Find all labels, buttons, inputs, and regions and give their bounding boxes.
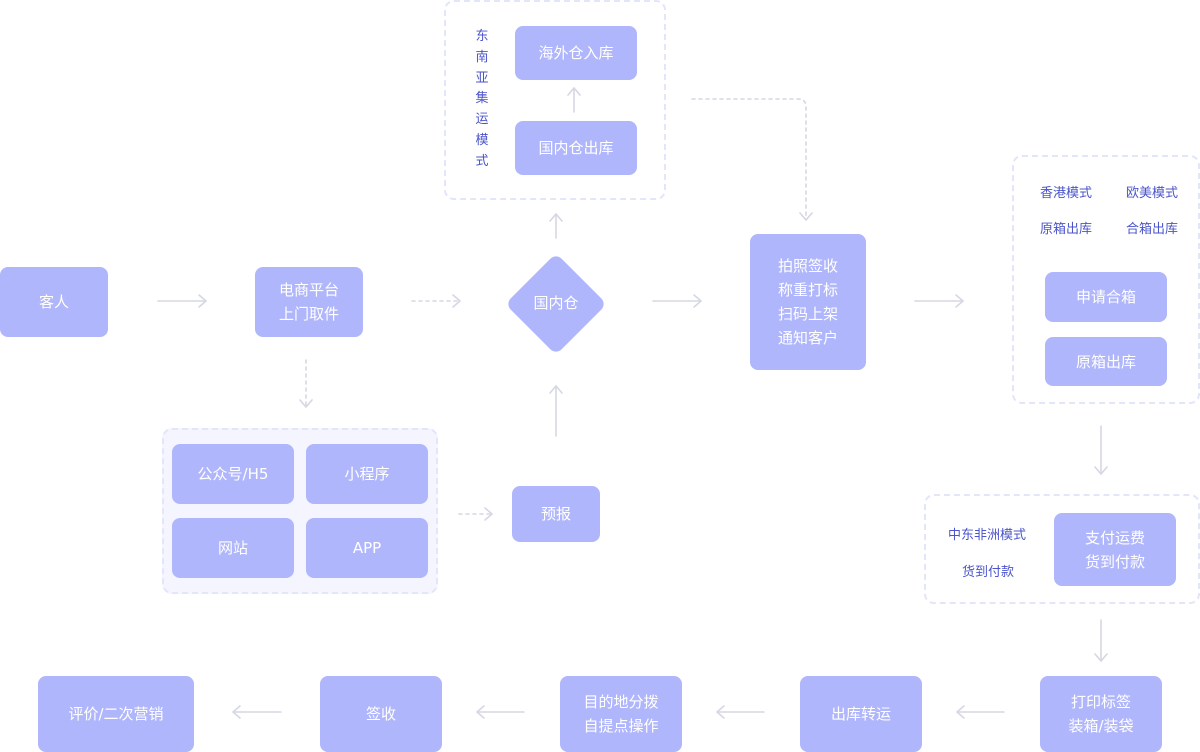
node-domestic-outbound-label: 国内仓出库 xyxy=(538,139,614,157)
sea-mode-group xyxy=(444,0,666,200)
node-customer[interactable]: 客人 xyxy=(0,267,108,337)
node-review-marketing-label: 评价/二次营销 xyxy=(68,705,164,723)
node-original-box-out[interactable]: 原箱出库 xyxy=(1045,337,1167,386)
node-wechat-h5-label: 公众号/H5 xyxy=(197,465,269,483)
node-app[interactable]: APP xyxy=(306,518,428,578)
node-forecast[interactable]: 预报 xyxy=(512,486,600,542)
node-mini-program[interactable]: 小程序 xyxy=(306,444,428,504)
arrow-customer-to-ecommerce xyxy=(157,294,207,308)
node-processing[interactable]: 拍照签收 称重打标 扫码上架 通知客户 xyxy=(750,234,866,370)
arrow-ecommerce-to-channels xyxy=(299,359,313,408)
node-domestic-warehouse-label: 国内仓 xyxy=(533,294,579,312)
cod-label: 货到付款 xyxy=(962,565,1015,580)
arrow-outbound-to-sorting xyxy=(716,705,765,719)
arrow-warehouse-to-processing xyxy=(652,294,702,308)
arrow-forecast-to-warehouse xyxy=(549,385,563,437)
node-pay-freight-label: 支付运费 货到付款 xyxy=(1084,528,1145,571)
node-app-label: APP xyxy=(352,539,382,557)
arrow-me-africa-to-print xyxy=(1094,619,1108,662)
hk-mode-label: 香港模式 xyxy=(1040,186,1093,201)
node-original-box-out-label: 原箱出库 xyxy=(1075,352,1136,371)
node-mini-program-label: 小程序 xyxy=(344,465,390,483)
node-domestic-outbound[interactable]: 国内仓出库 xyxy=(515,121,637,175)
node-outbound-transfer[interactable]: 出库转运 xyxy=(800,676,922,752)
node-pay-freight[interactable]: 支付运费 货到付款 xyxy=(1054,513,1176,586)
node-overseas-inbound-label: 海外仓入库 xyxy=(538,44,614,62)
node-website-label: 网站 xyxy=(217,539,248,557)
arrow-print-to-outbound xyxy=(956,705,1005,719)
node-ecommerce-pickup-label: 电商平台 上门取件 xyxy=(278,281,339,323)
node-apply-combine[interactable]: 申请合箱 xyxy=(1045,272,1167,322)
arrow-ecommerce-to-warehouse xyxy=(411,294,461,308)
node-website[interactable]: 网站 xyxy=(172,518,294,578)
node-overseas-inbound[interactable]: 海外仓入库 xyxy=(515,26,637,80)
node-processing-label: 拍照签收 称重打标 扫码上架 通知客户 xyxy=(777,257,838,347)
me-africa-mode-label: 中东非洲模式 xyxy=(948,528,1027,543)
arrow-warehouse-to-sea-mode xyxy=(549,213,563,239)
eu-us-mode-label: 欧美模式 xyxy=(1126,186,1179,201)
sea-mode-label: 东南亚集运模式 xyxy=(475,29,489,169)
node-forecast-label: 预报 xyxy=(540,505,571,523)
arrow-hk-eu-to-me-africa xyxy=(1094,425,1108,475)
node-sign-receive[interactable]: 签收 xyxy=(320,676,442,752)
hk-eu-group xyxy=(1012,155,1200,404)
arrow-sign-to-review xyxy=(232,705,282,719)
combined-box-out-label: 合箱出库 xyxy=(1126,222,1179,237)
node-destination-sorting[interactable]: 目的地分拨 自提点操作 xyxy=(560,676,682,752)
node-destination-sorting-label: 目的地分拨 自提点操作 xyxy=(583,693,659,735)
original-box-out-label: 原箱出库 xyxy=(1040,222,1093,237)
node-apply-combine-label: 申请合箱 xyxy=(1075,288,1136,306)
node-customer-label: 客人 xyxy=(38,293,69,311)
arrow-sorting-to-sign xyxy=(476,705,525,719)
node-ecommerce-pickup[interactable]: 电商平台 上门取件 xyxy=(255,267,363,337)
arrow-channels-to-forecast xyxy=(458,507,493,521)
node-print-label-label: 打印标签 装箱/装袋 xyxy=(1068,693,1134,735)
node-review-marketing[interactable]: 评价/二次营销 xyxy=(38,676,194,752)
arrow-processing-to-hk-eu xyxy=(914,294,964,308)
me-africa-group xyxy=(924,494,1200,604)
node-wechat-h5[interactable]: 公众号/H5 xyxy=(172,444,294,504)
arrow-outbound-to-overseas xyxy=(567,87,581,113)
arrow-sea-mode-to-processing xyxy=(691,98,813,221)
node-print-label[interactable]: 打印标签 装箱/装袋 xyxy=(1040,676,1162,752)
node-sign-receive-label: 签收 xyxy=(365,705,396,723)
node-outbound-transfer-label: 出库转运 xyxy=(830,705,891,723)
